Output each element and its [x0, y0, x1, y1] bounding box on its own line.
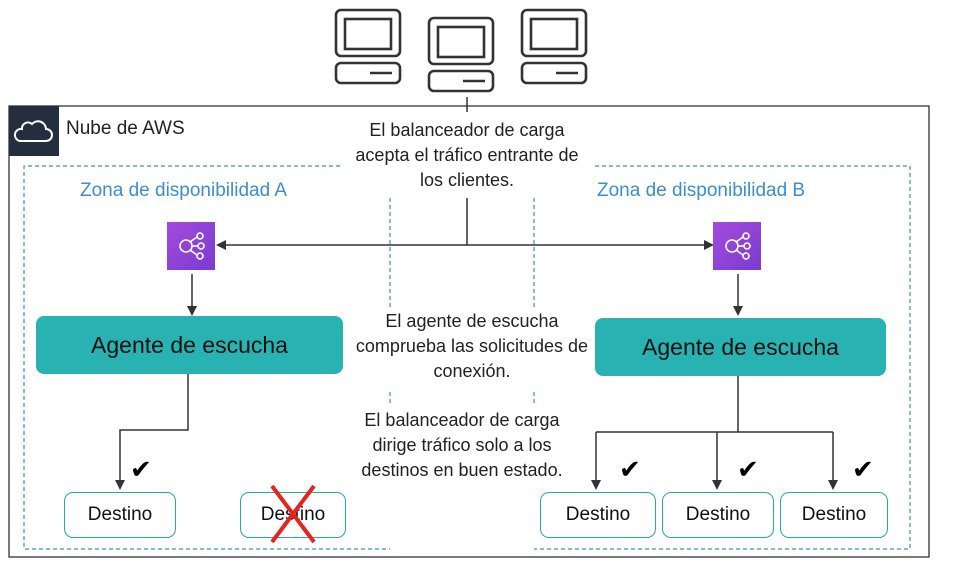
zone-a-label: Zona de disponibilidad A [80, 180, 288, 201]
computer-icon [427, 16, 495, 93]
checkmark-icon: ✔ [852, 454, 874, 484]
arrow-right [704, 240, 714, 250]
arrow-left [216, 240, 226, 250]
target-b-2: Destino [662, 492, 774, 538]
arrow-down [187, 306, 197, 316]
load-balancer-icon [167, 222, 215, 270]
target-b-1: Destino [540, 492, 656, 538]
cloud-icon [13, 120, 53, 142]
arrow-down [591, 480, 601, 490]
computer-icon [520, 8, 588, 85]
listener-a-to-target [119, 374, 189, 484]
zone-b-label: Zona de disponibilidad B [597, 180, 806, 201]
listener-a: Agente de escucha [36, 316, 343, 374]
checkmark-icon: ✔ [619, 454, 641, 484]
note-accept-traffic: El balanceador de carga acepta el tráfic… [342, 118, 592, 193]
arrow-down [712, 480, 722, 490]
arrow-down [115, 480, 125, 490]
arrow-down [733, 306, 743, 316]
target-b-3: Destino [780, 492, 888, 538]
note-route-healthy: El balanceador de carga dirige tráfico s… [352, 408, 572, 483]
target-a-1: Destino [64, 492, 176, 538]
x-mark-icon [270, 484, 316, 544]
checkmark-icon: ✔ [737, 454, 759, 484]
zone-a-border [23, 165, 390, 550]
cloud-title: Nube de AWS [66, 118, 185, 139]
arrow-down [828, 480, 838, 490]
listener-b: Agente de escucha [595, 318, 886, 376]
load-balancer-icon [713, 222, 761, 270]
zone-b-border [534, 165, 911, 550]
aws-cloud-border [8, 105, 930, 558]
computer-icon [334, 8, 402, 85]
note-listener: El agente de escucha comprueba las solic… [352, 309, 592, 384]
target-a-2-unhealthy: Destino [240, 492, 346, 538]
checkmark-icon: ✔ [130, 454, 152, 484]
